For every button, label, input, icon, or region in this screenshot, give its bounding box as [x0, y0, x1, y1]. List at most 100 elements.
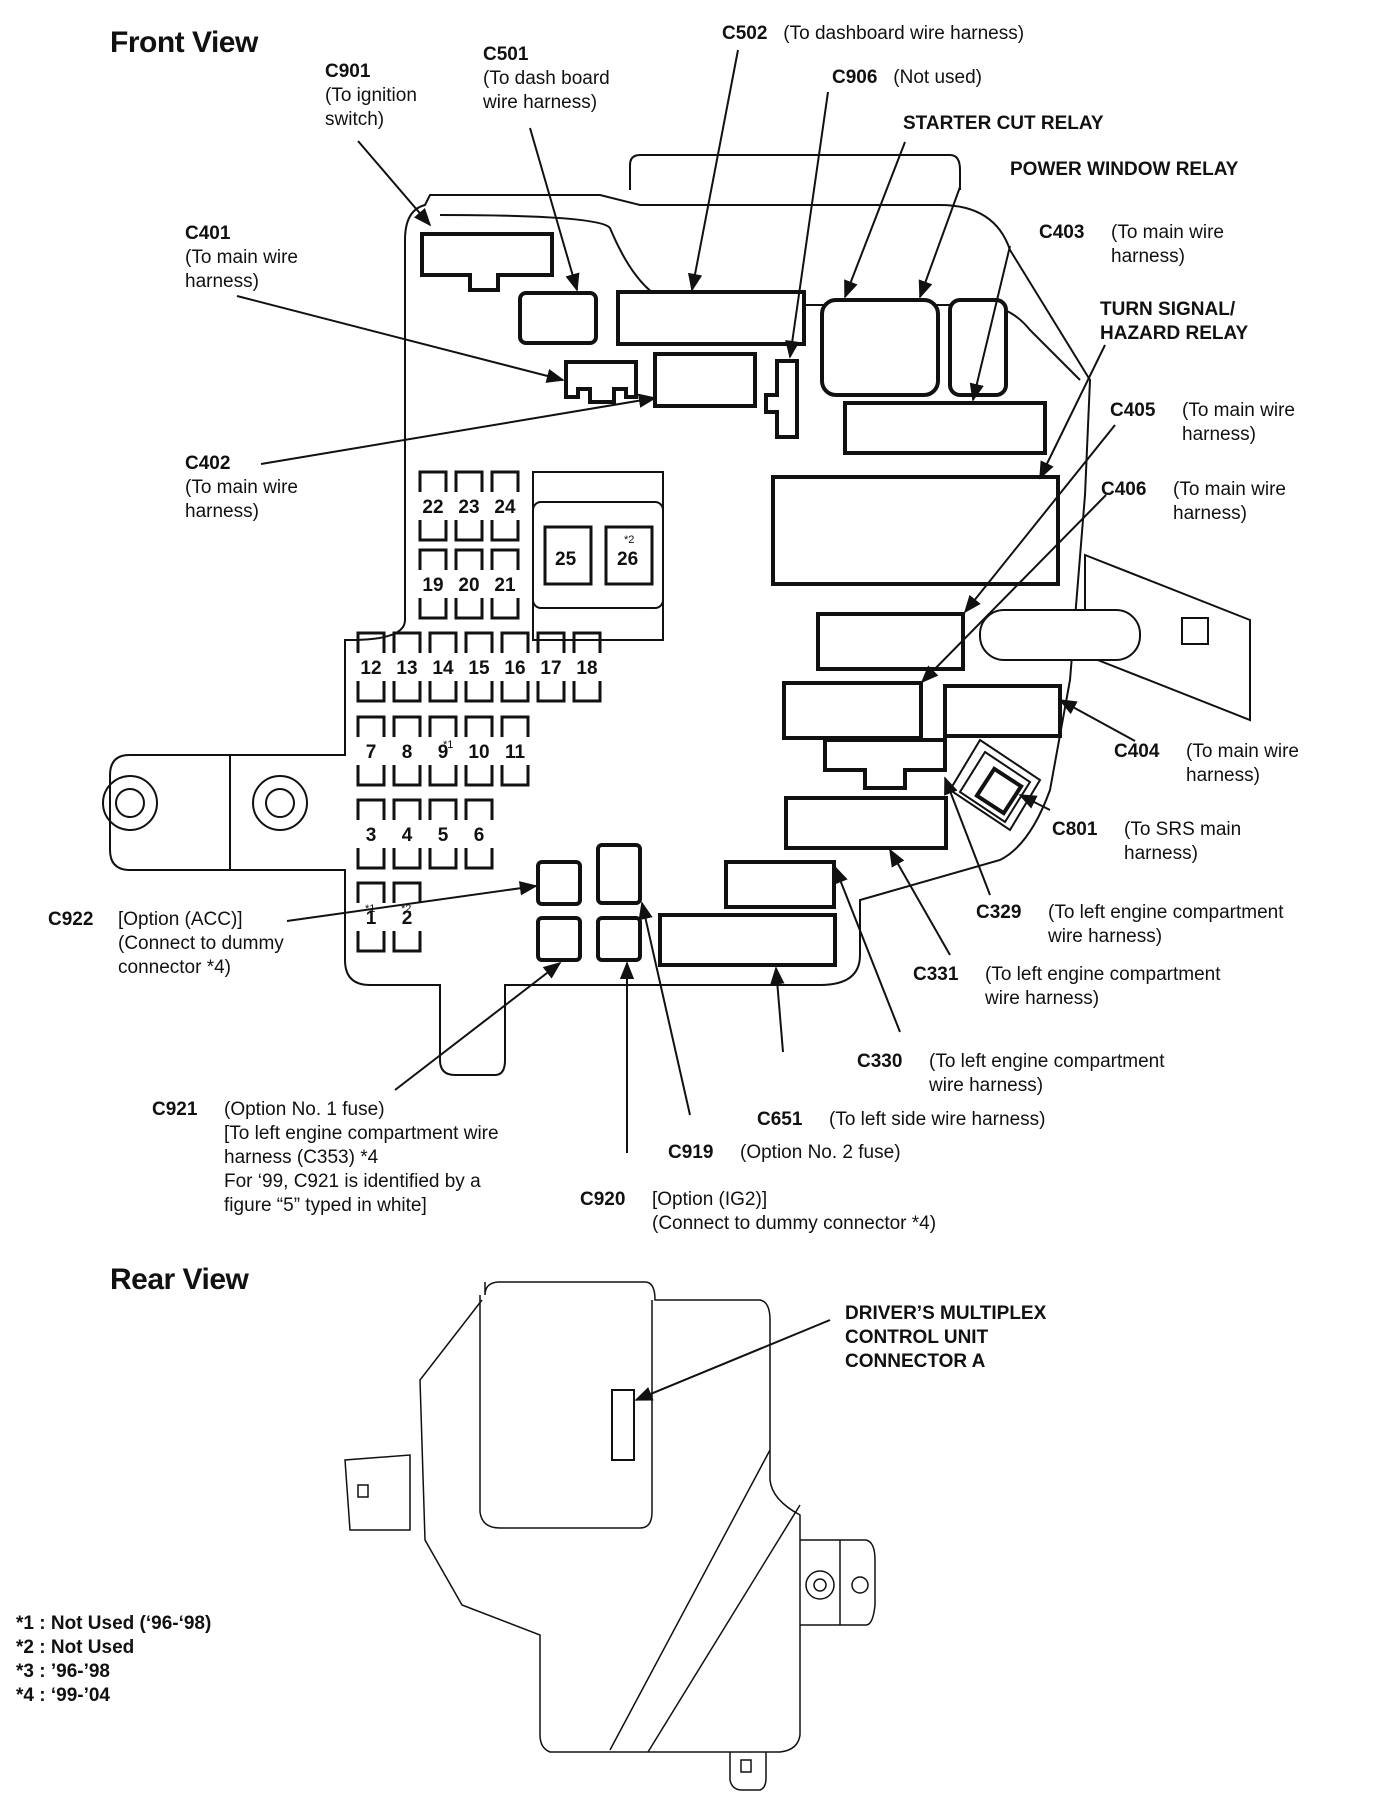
fuse-number-3: 3	[366, 825, 377, 846]
fuse-number-14: 14	[432, 658, 454, 679]
svg-text:26: 26	[617, 549, 638, 570]
label-c922: C922[Option (ACC)] (Connect to dummy con…	[48, 909, 284, 978]
label-c401: C401(To main wire harness)	[185, 223, 298, 292]
fuse-slot-bottom	[572, 681, 602, 703]
fuse-slot-top	[356, 715, 386, 737]
connector-c402	[653, 352, 757, 408]
fuse-slot-top	[464, 715, 494, 737]
fuse-slot-top	[356, 798, 386, 820]
fuse-slot-top	[428, 798, 458, 820]
fuse-slot-bottom	[500, 681, 530, 703]
fuse-slot-top	[428, 715, 458, 737]
fuse-slot-bottom	[392, 681, 422, 703]
fuse-slot-top	[418, 470, 448, 492]
fuse-slot-bottom	[454, 520, 484, 542]
maxi-fuse-block	[532, 471, 664, 641]
c801-frame	[948, 738, 1042, 832]
fuse-slot-top	[454, 548, 484, 570]
label-c906: C906 (Not used)	[832, 67, 982, 88]
fuse-slot-bottom	[490, 520, 520, 542]
fuse-number-21: 21	[494, 575, 516, 596]
footnote: *3 : ’96-’98	[16, 1661, 110, 1682]
svg-text:*2: *2	[624, 534, 634, 546]
label-starter-cut-relay: STARTER CUT RELAY	[903, 113, 1104, 134]
fuse-slot-top	[536, 631, 566, 653]
fuse-number-10: 10	[468, 742, 489, 763]
fuse-slot-top	[454, 470, 484, 492]
footnotes: *1 : Not Used (‘96-‘98) *2 : Not Used *3…	[16, 1612, 211, 1708]
fuse-slot-bottom	[536, 681, 566, 703]
label-c651: C651(To left side wire harness)	[757, 1109, 1046, 1130]
fuse-slot-bottom	[464, 848, 494, 870]
label-c405: C405(To main wire harness)	[1110, 400, 1295, 445]
fuse-slot-bottom	[392, 848, 422, 870]
footnote: *2 : Not Used	[16, 1637, 135, 1658]
label-c921: C921(Option No. 1 fuse) [To left engine …	[152, 1099, 499, 1216]
fuse-number-2: 2	[402, 908, 413, 929]
fuse-number-5: 5	[438, 825, 449, 846]
fuse-slot-top	[428, 631, 458, 653]
fuse-slot-bottom	[392, 931, 422, 953]
label-c329: C329(To left engine compartment wire har…	[976, 902, 1284, 947]
fuse-number-22: 22	[422, 497, 443, 518]
fuse-slot-top	[392, 715, 422, 737]
label-multiplex-connector-a: DRIVER’S MULTIPLEX CONTROL UNIT CONNECTO…	[845, 1303, 1047, 1372]
rear-view-housing	[344, 1281, 876, 1791]
label-c920: C920[Option (IG2)] (Connect to dummy con…	[580, 1189, 937, 1234]
fuse-number-16: 16	[504, 658, 525, 679]
bolt-hole-icon	[252, 775, 308, 831]
side-bracket	[979, 553, 1251, 722]
connector-c330	[724, 860, 836, 909]
fuse-slot-bottom	[454, 598, 484, 620]
fuse-slot-top	[464, 798, 494, 820]
turn-signal-relay	[771, 475, 1060, 586]
connector-c921	[536, 916, 582, 962]
fuse-number-11: 11	[505, 742, 526, 763]
fuse-slot-top	[490, 470, 520, 492]
fuse-slot-top	[356, 631, 386, 653]
fuse-slot-top	[392, 798, 422, 820]
label-c330: C330(To left engine compartment wire har…	[857, 1051, 1165, 1096]
fuse-slot-bottom	[356, 931, 386, 953]
fuse-slot-bottom	[356, 681, 386, 703]
leader-lines	[236, 49, 1136, 1401]
fuse-slot-bottom	[392, 765, 422, 787]
connector-c922	[536, 860, 582, 906]
connector-c331	[784, 796, 948, 850]
connector-c403	[843, 401, 1047, 455]
label-c403: C403(To main wire harness)	[1039, 222, 1224, 267]
fuse-slot-top	[500, 715, 530, 737]
mount-bolts	[102, 775, 308, 831]
connector-c502	[616, 290, 806, 346]
fuse-slot-top	[572, 631, 602, 653]
connector-c329	[823, 738, 947, 790]
fuse-number-8: 8	[402, 742, 413, 763]
fuse-number-20: 20	[458, 575, 479, 596]
fuse-slot-top	[392, 631, 422, 653]
connector-c801	[974, 766, 1024, 816]
fuse-slot-bottom	[428, 848, 458, 870]
fuse-number-4: 4	[402, 825, 413, 846]
front-view-housing	[109, 154, 1092, 1076]
fuse-slot-top	[490, 548, 520, 570]
label-c901: C901(To ignition switch)	[325, 61, 417, 130]
fuse-footnote-mark: *2	[401, 903, 411, 915]
fuse-number-12: 12	[360, 658, 381, 679]
fuse-slot-top	[500, 631, 530, 653]
fuse-slot-top	[464, 631, 494, 653]
fuse-number-6: 6	[474, 825, 485, 846]
label-c406: C406(To main wire harness)	[1101, 479, 1286, 524]
label-c501: C501(To dash board wire harness)	[483, 44, 610, 113]
fuse-slot-top	[418, 548, 448, 570]
fuse-number-1: 1	[366, 908, 377, 929]
fuse-slot-bottom	[418, 598, 448, 620]
connector-c651	[658, 913, 837, 967]
fuse-number-19: 19	[422, 575, 443, 596]
front-view-title: Front View	[110, 26, 258, 59]
label-c402: C402(To main wire harness)	[185, 453, 298, 522]
fuse-slot-bottom	[356, 848, 386, 870]
fuse-slot-bottom	[464, 681, 494, 703]
label-turn-signal-relay: TURN SIGNAL/ HAZARD RELAY	[1100, 299, 1249, 344]
fuse-slot-bottom	[428, 681, 458, 703]
